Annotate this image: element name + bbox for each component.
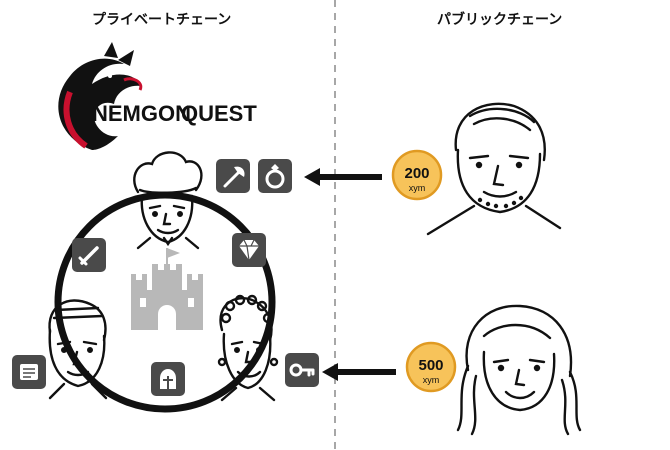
castle-icon [131, 248, 203, 330]
public-man-character [426, 102, 562, 236]
coin-200: 200 xym [391, 149, 443, 201]
man-character [48, 299, 108, 400]
gem-icon [232, 233, 266, 267]
key-icon [285, 353, 319, 387]
private-chain-title: プライベートチェーン [92, 12, 232, 28]
chef-character [133, 151, 203, 250]
coin-500: 500 xym [405, 341, 457, 393]
helmet-icon [151, 362, 185, 396]
sword-icon [72, 238, 106, 272]
ring-icon [258, 159, 292, 193]
coin-amount: 500 [418, 357, 443, 374]
public-woman-character [456, 304, 582, 436]
coin-unit: xym [423, 375, 440, 385]
axe-icon [216, 159, 250, 193]
woman-character [217, 294, 279, 402]
coin-amount: 200 [404, 165, 429, 182]
private-cycle-ring [54, 191, 276, 413]
coin-unit: xym [409, 183, 426, 193]
exchange-arrow-bottom [322, 363, 396, 381]
logo-text-nemgon: NEMGON [92, 101, 191, 126]
exchange-arrow-top [304, 168, 382, 186]
public-chain-title: パブリックチェーン [437, 12, 563, 28]
logo-text-quest: QUEST [181, 101, 257, 126]
scroll-icon [12, 355, 46, 389]
dragon-icon [58, 42, 143, 151]
